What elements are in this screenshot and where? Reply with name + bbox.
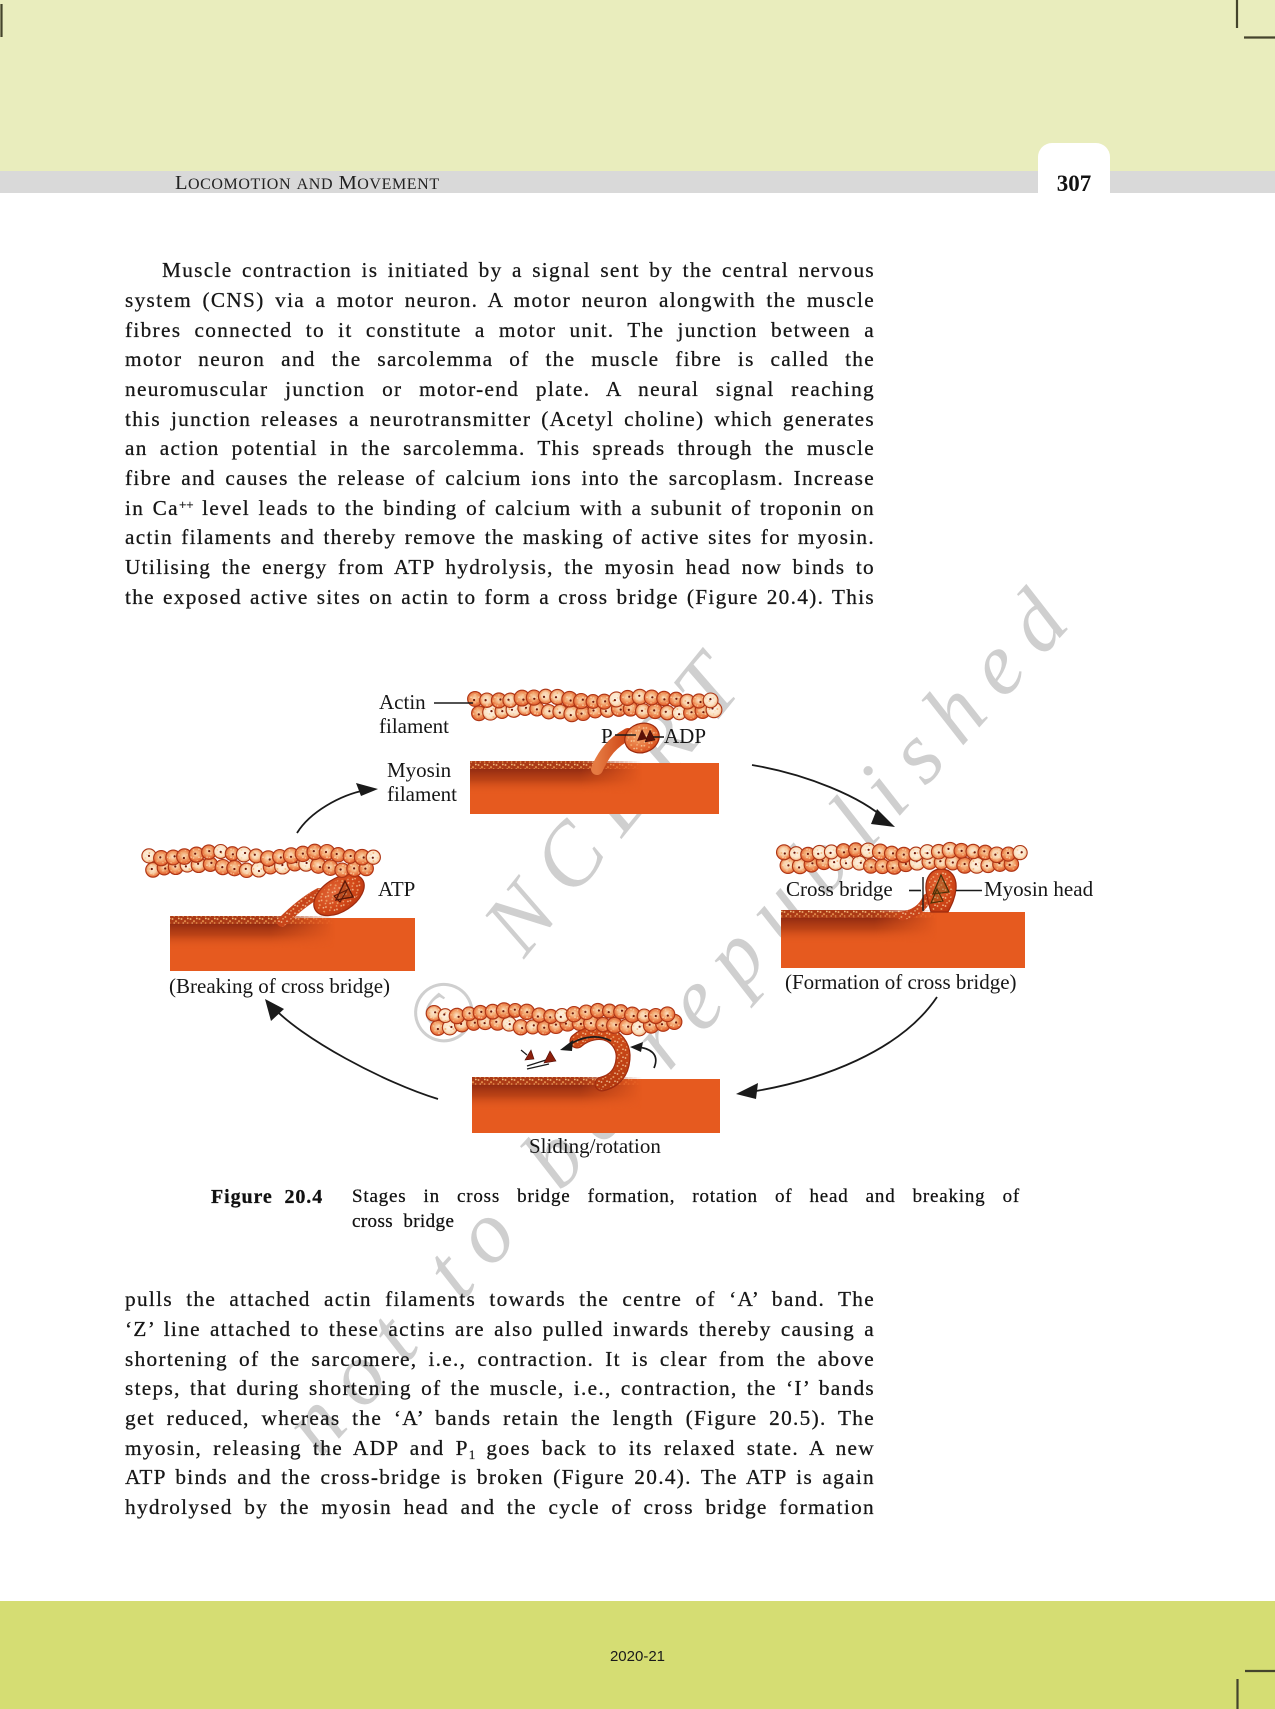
svg-text:(Formation of cross bridge): (Formation of cross bridge) [785, 970, 1017, 994]
svg-text:Cross bridge: Cross bridge [786, 877, 893, 901]
svg-text:Myosin head: Myosin head [984, 877, 1094, 901]
svg-text:filament: filament [379, 714, 449, 738]
svg-text:P: P [601, 724, 613, 748]
svg-text:Actin: Actin [379, 690, 426, 714]
svg-text:ADP: ADP [664, 724, 706, 748]
svg-text:ATP: ATP [378, 877, 415, 901]
svg-text:Sliding/rotation: Sliding/rotation [529, 1134, 661, 1158]
svg-text:(Breaking of cross bridge): (Breaking of cross bridge) [169, 974, 390, 998]
svg-text:Myosin: Myosin [387, 758, 452, 782]
svg-text:filament: filament [387, 782, 457, 806]
